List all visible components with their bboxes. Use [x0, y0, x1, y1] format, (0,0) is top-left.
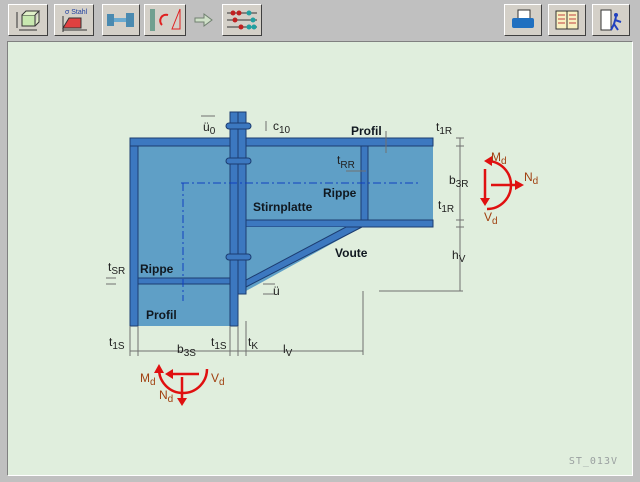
cube-icon [16, 10, 41, 31]
bolt-icon [225, 122, 252, 130]
label-b3R: b3R [449, 173, 468, 190]
arrow-right-icon [194, 12, 214, 33]
label-profil-column: Profil [146, 308, 177, 322]
label-rippe-column: Rippe [140, 262, 174, 276]
labels: Profil Rippe Stirnplatte Voute Rippe Pro… [140, 124, 382, 322]
bolt-icon [225, 253, 252, 261]
label-voute: Voute [335, 246, 368, 260]
label-rippe-beam: Rippe [323, 186, 357, 200]
label-c10: c10 [273, 119, 291, 136]
haunch [246, 227, 362, 291]
centerlines [181, 182, 419, 301]
steel-material-button[interactable]: σ Stahl [54, 4, 94, 36]
abacus-icon [227, 10, 257, 30]
column [129, 137, 238, 327]
svg-text:Vd: Vd [484, 210, 498, 227]
screen-code: ST_013V [568, 456, 618, 467]
label-t1S-left: t1S [109, 335, 125, 352]
moment-rotation-button[interactable] [144, 4, 186, 36]
book-icon [555, 10, 579, 30]
forces-beam: Md Nd Vd [480, 150, 538, 227]
help-book-button[interactable] [548, 4, 586, 36]
label-tK: tK [248, 335, 258, 352]
label-tRR: tRR [337, 153, 355, 171]
svg-text:Nd: Nd [524, 170, 538, 187]
moment-icon [150, 8, 181, 31]
geometry-button[interactable] [8, 4, 48, 36]
forces-column: Md Nd Vd [140, 364, 225, 406]
label-hV: hV [452, 248, 466, 265]
label-t1R-bottom: t1R [438, 198, 454, 215]
label-profil-beam: Profil [351, 124, 382, 138]
label-u: ü [273, 284, 280, 298]
exit-door-icon [600, 9, 622, 31]
bolt-icon [107, 13, 134, 27]
label-lV: lV [283, 342, 293, 359]
endplate-connection-diagram: Profil Rippe Stirnplatte Voute Rippe Pro… [106, 111, 538, 406]
dimension-labels: ü0 c10 t1R tRR b3R t1R hV tSR t1S b3S t1… [108, 119, 468, 359]
label-t1R-top: t1R [436, 120, 452, 137]
bolt-button[interactable] [102, 4, 140, 36]
column-rib [137, 277, 231, 285]
calculate-button[interactable] [222, 4, 262, 36]
label-tSR: tSR [108, 260, 125, 277]
label-u0: ü0 [203, 120, 216, 137]
label-b3S: b3S [177, 342, 196, 359]
stahl-label: σ Stahl [65, 9, 88, 16]
print-button[interactable] [504, 4, 542, 36]
exit-button[interactable] [592, 4, 630, 36]
printer-icon [512, 9, 534, 28]
end-plate [229, 111, 247, 327]
dimension-lines [106, 115, 464, 356]
bolts [225, 122, 252, 261]
stress-strain-icon: σ Stahl [62, 9, 88, 32]
svg-text:Md: Md [140, 371, 156, 388]
svg-text:Md: Md [491, 150, 507, 167]
label-stirnplatte: Stirnplatte [253, 200, 313, 214]
svg-text:Nd: Nd [159, 388, 173, 405]
svg-text:Vd: Vd [211, 371, 225, 388]
bolt-icon [225, 157, 252, 165]
label-t1S-right: t1S [211, 335, 227, 352]
diagram-panel: Profil Rippe Stirnplatte Voute Rippe Pro… [7, 41, 633, 476]
